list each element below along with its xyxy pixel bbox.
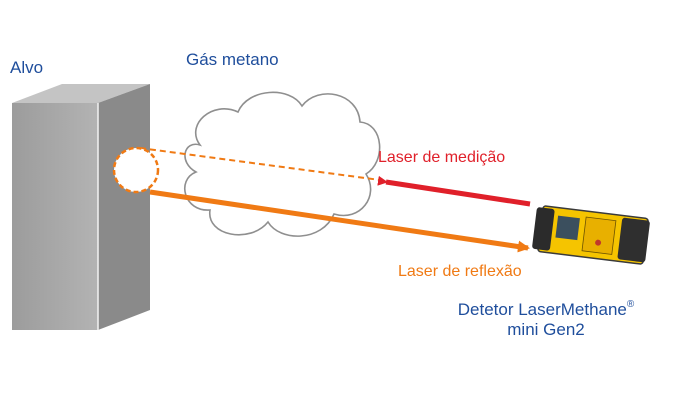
- detector-label: Detetor LaserMethane® mini Gen2: [436, 299, 656, 341]
- detector-label-line2: mini Gen2: [507, 320, 585, 340]
- detector-button: [595, 239, 602, 246]
- laser-spot-icon: [112, 146, 160, 194]
- registered-mark: ®: [626, 299, 635, 310]
- reflection-beam-dashed: [139, 147, 381, 181]
- measurement-laser-label: Laser de medição: [378, 149, 506, 166]
- target-side-face: [98, 84, 150, 330]
- target-label: Alvo: [10, 58, 44, 77]
- reflection-laser-arrow: [149, 189, 530, 253]
- measurement-laser-arrow: [377, 175, 531, 207]
- cloud-outline: [184, 91, 381, 237]
- detector-label-line1: Detetor LaserMethane®: [436, 299, 656, 320]
- target-top-face: [12, 84, 150, 103]
- target-front-face: [12, 103, 98, 330]
- gas-label: Gás metano: [186, 50, 279, 69]
- detector-rear-cap: [617, 217, 650, 263]
- wall-target-icon: [12, 84, 150, 330]
- detector-name: Detetor LaserMethane: [457, 300, 627, 319]
- detector-front-cap: [532, 207, 555, 251]
- methane-cloud-icon: [184, 91, 381, 237]
- reflection-laser-label: Laser de reflexão: [398, 263, 522, 280]
- laser-detector-icon: [532, 205, 650, 265]
- detector-panel: [581, 216, 617, 255]
- detector-screen: [555, 215, 580, 241]
